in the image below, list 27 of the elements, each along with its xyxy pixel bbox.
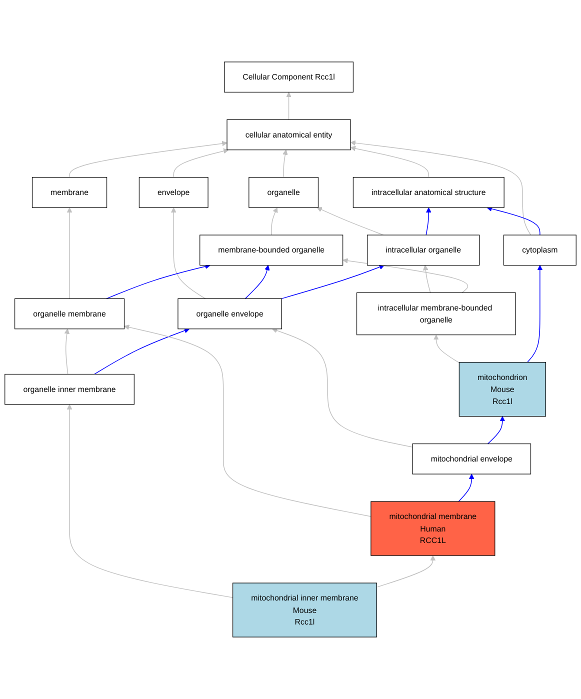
arrow: [422, 265, 431, 294]
arrow: [433, 334, 460, 364]
arrow: [69, 140, 228, 178]
arrow: [376, 555, 436, 588]
arrow: [173, 148, 229, 178]
arrow: [342, 258, 468, 294]
arrow: [170, 207, 206, 300]
arrow: [350, 140, 532, 236]
arrow: [270, 207, 278, 236]
arrow: [426, 207, 432, 236]
arrow: [350, 146, 429, 178]
arrow: [64, 328, 70, 375]
arrow: [286, 92, 292, 120]
arrow: [316, 207, 384, 236]
arrow: [272, 328, 413, 448]
arrow: [94, 328, 190, 375]
arrow: [124, 324, 372, 517]
arrow: [244, 265, 270, 300]
arrow: [106, 264, 210, 300]
arrow: [66, 404, 234, 598]
arrow: [66, 207, 72, 300]
arrow: [282, 150, 288, 178]
arrow: [487, 416, 506, 444]
arrow: [458, 474, 474, 502]
arrow: [281, 264, 385, 300]
arrow: [486, 206, 540, 236]
arrow: [526, 265, 543, 363]
